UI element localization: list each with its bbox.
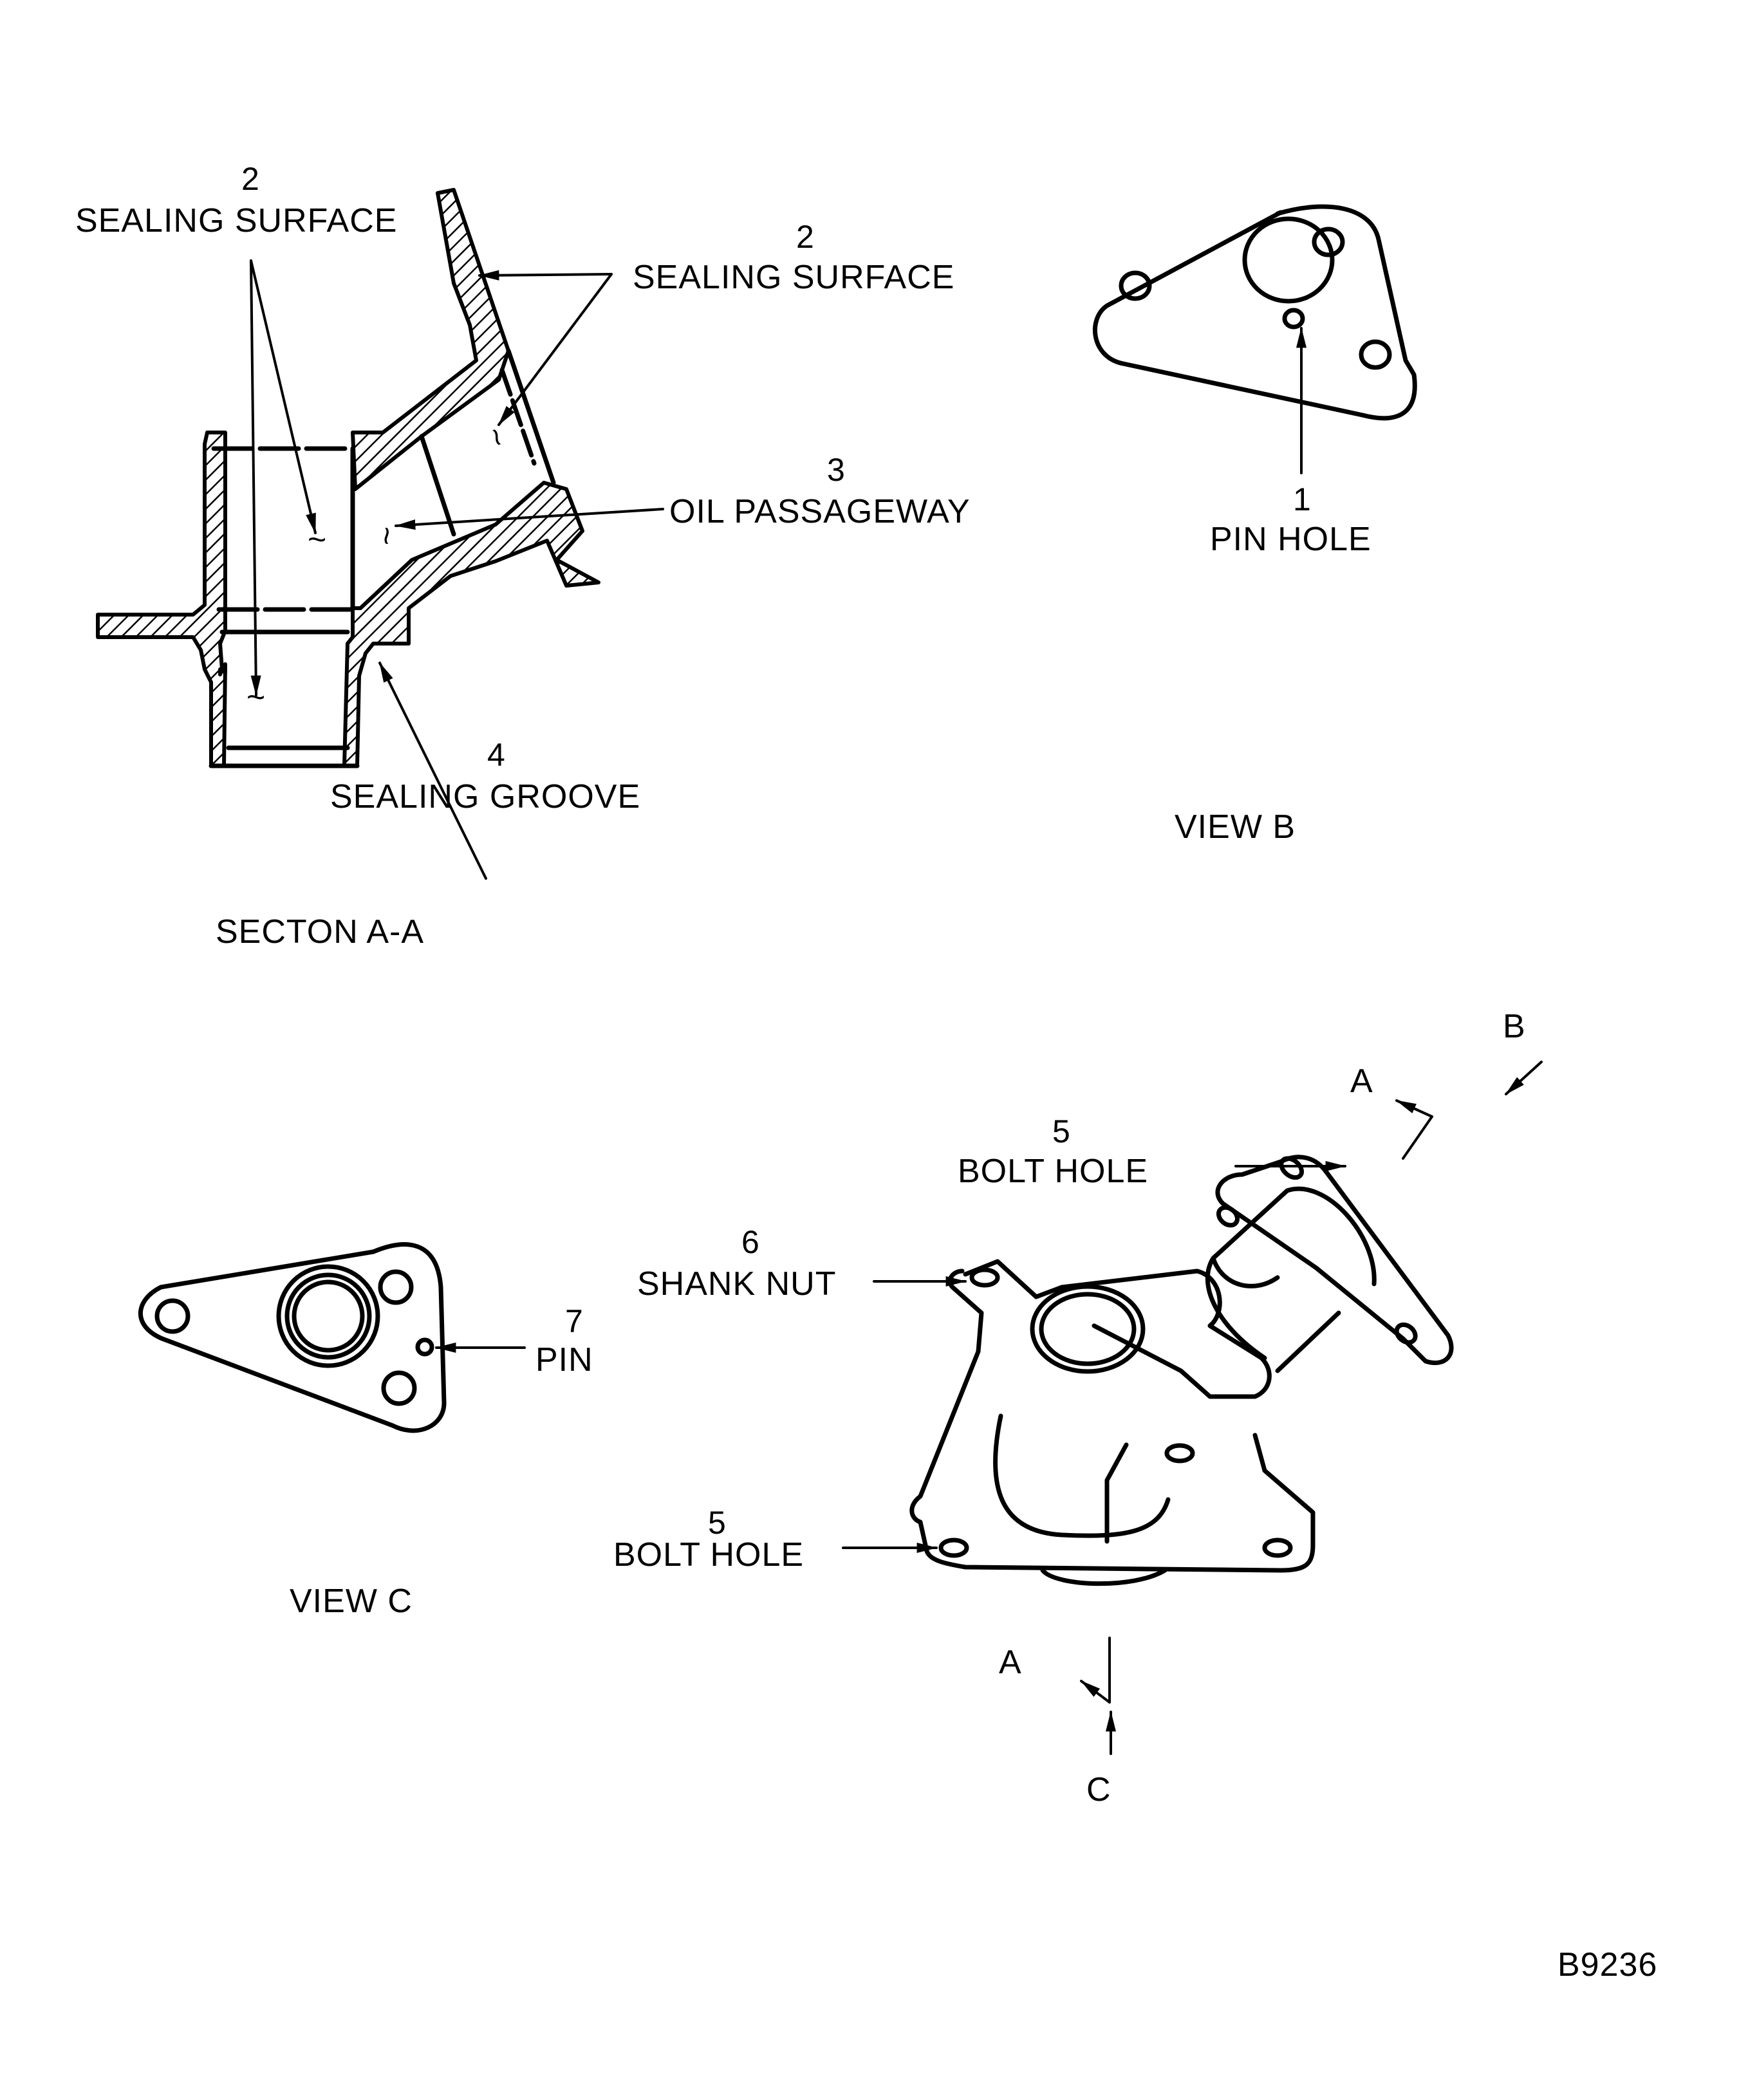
callout-label-oil-passageway: OIL PASSAGEWAY bbox=[669, 493, 971, 530]
bolt-hole bbox=[378, 1269, 414, 1305]
bolt-hole bbox=[1279, 1156, 1304, 1180]
leader-line bbox=[395, 508, 664, 530]
elbow-cylinder bbox=[1205, 1186, 1377, 1373]
main-body bbox=[909, 1268, 1315, 1573]
callout-number: 2 bbox=[241, 161, 259, 197]
section-arrow-a-bottom bbox=[1080, 1680, 1111, 1704]
section-lower-elbow bbox=[342, 481, 600, 768]
flange-dashed bbox=[499, 367, 537, 466]
upper-flange bbox=[1215, 1155, 1454, 1366]
center-bore bbox=[1242, 216, 1335, 304]
section-aa-drawing: ~ ~ ~ ~ bbox=[96, 188, 664, 880]
bolt-hole bbox=[1119, 270, 1152, 301]
leader-line bbox=[497, 273, 613, 426]
figure-id: B9236 bbox=[1557, 1946, 1657, 1984]
bolt-hole bbox=[1262, 1538, 1293, 1558]
callout-label-sealing-surface: SEALING SURFACE bbox=[633, 259, 954, 296]
view-b-flange-outline bbox=[1092, 204, 1417, 421]
callout-label-bolt-hole: BOLT HOLE bbox=[958, 1153, 1148, 1190]
bolt-hole bbox=[1216, 1205, 1240, 1228]
callout-label-sealing-groove: SEALING GROOVE bbox=[330, 778, 640, 815]
pin bbox=[415, 1337, 434, 1357]
leader-line bbox=[378, 662, 487, 880]
callout-number: 5 bbox=[1052, 1113, 1070, 1149]
callout-label-sealing-surface: SEALING SURFACE bbox=[75, 202, 397, 239]
section-left-wall bbox=[96, 431, 227, 768]
bolt-hole bbox=[1359, 339, 1392, 370]
bolt-hole bbox=[938, 1538, 969, 1558]
bolt-hole bbox=[381, 1370, 417, 1406]
pin-hole bbox=[1282, 308, 1305, 330]
callout-number: 1 bbox=[1293, 481, 1311, 517]
leader-line bbox=[250, 259, 261, 696]
bottom-boss bbox=[1040, 1568, 1167, 1586]
callout-number: 2 bbox=[796, 219, 814, 255]
view-b-caption: VIEW B bbox=[1175, 808, 1296, 846]
leader-line bbox=[250, 259, 317, 534]
view-c-drawing bbox=[138, 1242, 526, 1433]
callout-label-pin: PIN bbox=[535, 1341, 593, 1379]
tilde-symbol: ~ bbox=[308, 521, 326, 557]
bolt-hole bbox=[1312, 227, 1345, 257]
section-right-wall bbox=[351, 188, 510, 491]
view-marker-b: B bbox=[1503, 1008, 1526, 1045]
view-marker-c: C bbox=[1086, 1771, 1111, 1808]
section-aa-caption: SECTON A-A bbox=[216, 913, 424, 951]
bore-outer-ring bbox=[276, 1264, 380, 1368]
callout-number: 6 bbox=[741, 1224, 759, 1260]
leader-line bbox=[478, 270, 613, 281]
bolt-hole bbox=[154, 1298, 191, 1334]
shank-nut-hole bbox=[969, 1267, 1000, 1288]
callout-number: 3 bbox=[827, 452, 845, 488]
section-arrow-a bbox=[1395, 1099, 1433, 1118]
passage-line bbox=[419, 434, 456, 537]
bore-inner-ring bbox=[292, 1279, 365, 1353]
bore-middle-ring bbox=[284, 1272, 372, 1360]
section-marker-a: A bbox=[1350, 1063, 1373, 1100]
callout-number: 7 bbox=[565, 1303, 583, 1339]
body-neck bbox=[993, 1413, 1171, 1544]
tilde-symbol: ~ bbox=[477, 422, 517, 452]
callout-label-shank-nut: SHANK NUT bbox=[637, 1265, 836, 1303]
tilde-symbol: ~ bbox=[369, 526, 405, 545]
view-arrow-b bbox=[1505, 1061, 1543, 1095]
bolt-hole bbox=[1164, 1443, 1195, 1463]
section-marker-a-bottom: A bbox=[999, 1644, 1022, 1681]
view-c-caption: VIEW C bbox=[290, 1583, 413, 1620]
section-line-a bbox=[1402, 1115, 1433, 1160]
callout-number: 5 bbox=[708, 1505, 726, 1541]
view-c-flange-outline bbox=[138, 1242, 447, 1433]
bolt-hole bbox=[1394, 1322, 1418, 1345]
top-bore-outer bbox=[1030, 1284, 1146, 1374]
top-bore-inner bbox=[1039, 1292, 1137, 1366]
flange-face bbox=[506, 348, 556, 485]
top-lug bbox=[963, 1259, 1272, 1399]
callout-number: 4 bbox=[487, 737, 505, 773]
callout-label-bolt-hole: BOLT HOLE bbox=[613, 1536, 804, 1574]
callout-label-pin-hole: PIN HOLE bbox=[1210, 521, 1371, 558]
isometric-drawing bbox=[842, 1061, 1543, 1755]
view-b-drawing bbox=[1092, 204, 1417, 474]
